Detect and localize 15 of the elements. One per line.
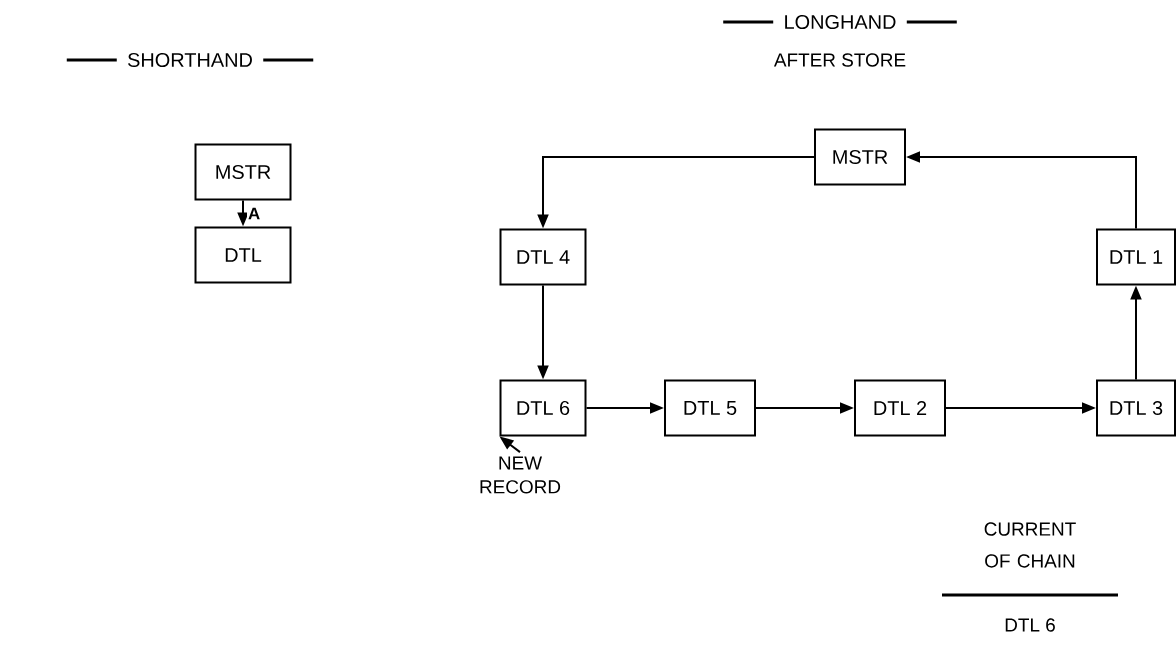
text-label: CURRENT OF CHAIN <box>984 522 1076 568</box>
text-label: DTL 6 <box>1005 618 1055 632</box>
record-box: DTL 6 <box>499 379 587 437</box>
section-heading: SHORTHAND <box>66 52 314 68</box>
record-box: DTL 3 <box>1096 379 1176 437</box>
record-box: MSTR <box>814 128 906 186</box>
record-box: DTL 2 <box>854 379 946 437</box>
text-label: AFTER STORE <box>773 53 906 67</box>
text-label: NEW RECORD <box>480 456 561 494</box>
record-box: DTL 4 <box>499 228 587 286</box>
record-box: DTL 5 <box>664 379 756 437</box>
section-heading: LONGHAND <box>723 14 957 30</box>
record-box: DTL <box>194 226 292 284</box>
record-box: MSTR <box>194 143 292 201</box>
record-box: DTL 1 <box>1096 228 1176 286</box>
